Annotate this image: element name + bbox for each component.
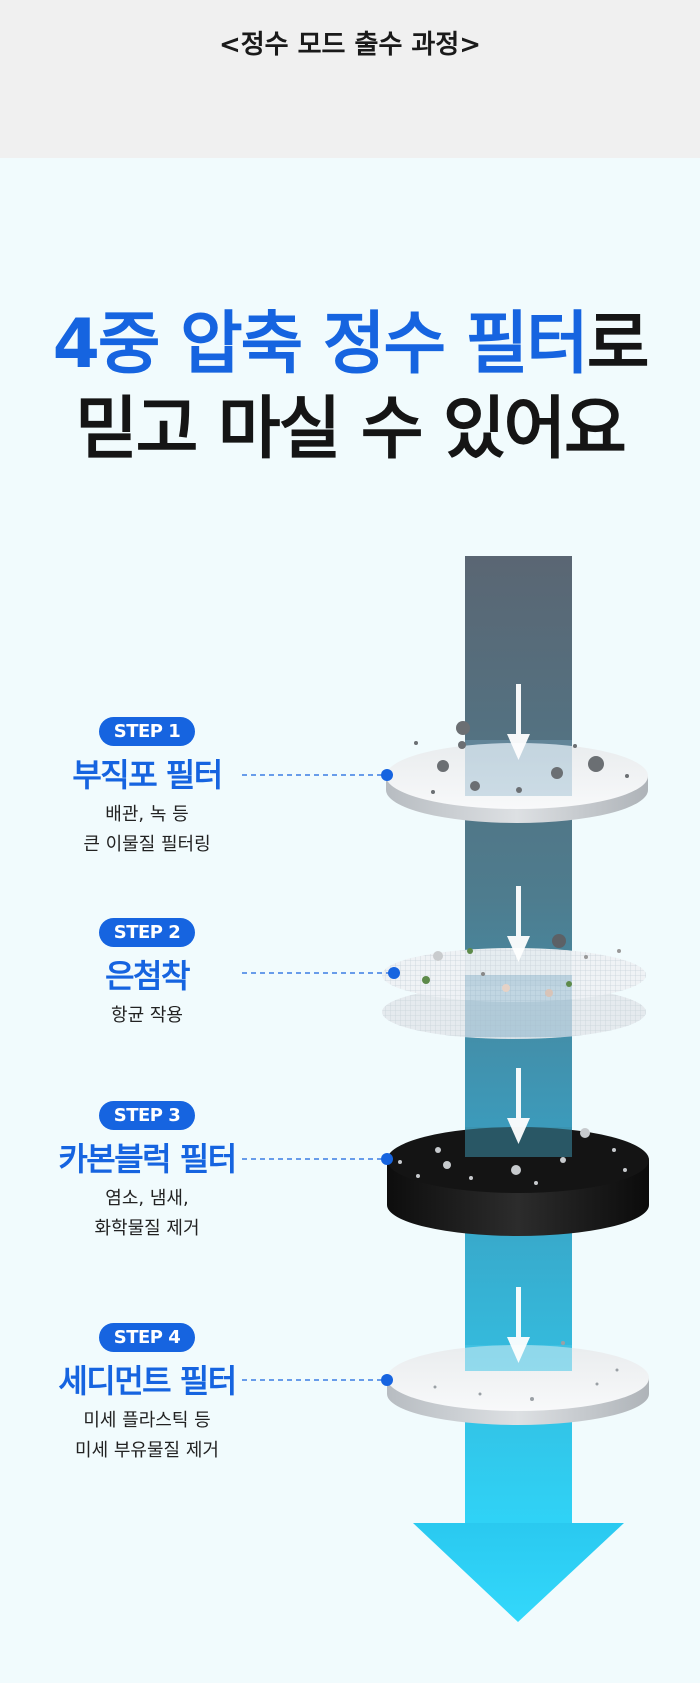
step-desc-line: 큰 이물질 필터링: [83, 834, 211, 855]
step-badge: STEP 1: [98, 717, 196, 746]
flow-arrow-1-shaft: [516, 684, 521, 736]
step-desc-line: 염소, 냄새,: [105, 1188, 189, 1209]
step-badge: STEP 4: [98, 1323, 196, 1352]
headline-line-2: 믿고 마실 수 있어요: [75, 390, 627, 469]
step-2: STEP 2 은첨착 항균 작용: [27, 918, 267, 1031]
flow-arrow-1-head: [507, 734, 530, 760]
step-desc-line: 항균 작용: [111, 1005, 183, 1026]
step-desc-line: 화학물질 제거: [94, 1218, 200, 1239]
connector-dot-1: [381, 769, 393, 781]
header-band: [0, 0, 700, 158]
water-arrow-head: [413, 1523, 624, 1622]
headline-line-1: 4중 압축 정수 필터로: [0, 288, 700, 387]
connector-dot-4: [381, 1374, 393, 1386]
headline-suffix: 로: [586, 305, 650, 384]
flow-arrow-4-shaft: [516, 1287, 521, 1339]
step-title: 은첨착: [105, 957, 190, 995]
step-desc-line: 미세 플라스틱 등: [83, 1410, 211, 1431]
flow-arrow-3-shaft: [516, 1068, 521, 1120]
step-4: STEP 4 세디먼트 필터 미세 플라스틱 등 미세 부유물질 제거: [27, 1323, 267, 1466]
step-desc-line: 배관, 녹 등: [105, 804, 189, 825]
step-3: STEP 3 카본블럭 필터 염소, 냄새, 화학물질 제거: [27, 1101, 267, 1244]
connector-dot-3: [381, 1153, 393, 1165]
page-title: <정수 모드 출수 과정>: [218, 30, 482, 60]
step-title: 부직포 필터: [72, 756, 223, 794]
filter-disc-3: [387, 1127, 649, 1236]
flow-arrow-2-head: [507, 936, 530, 962]
step-badge: STEP 3: [98, 1101, 196, 1130]
step-badge: STEP 2: [98, 918, 196, 947]
step-title: 세디먼트 필터: [58, 1362, 237, 1400]
filter-disc-4: [387, 1341, 649, 1425]
filter-disc-2: [382, 934, 646, 1039]
flow-arrow-4-head: [507, 1337, 530, 1363]
headline-highlight: 4중 압축 정수 필터: [52, 305, 589, 384]
flow-arrow-2-shaft: [516, 886, 521, 938]
filter-disc-1: [386, 721, 648, 823]
flow-arrow-3-head: [507, 1118, 530, 1144]
step-title: 카본블럭 필터: [58, 1140, 237, 1178]
connector-dot-2: [388, 967, 400, 979]
step-desc-line: 미세 부유물질 제거: [75, 1440, 219, 1461]
step-1: STEP 1 부직포 필터 배관, 녹 등 큰 이물질 필터링: [27, 717, 267, 860]
